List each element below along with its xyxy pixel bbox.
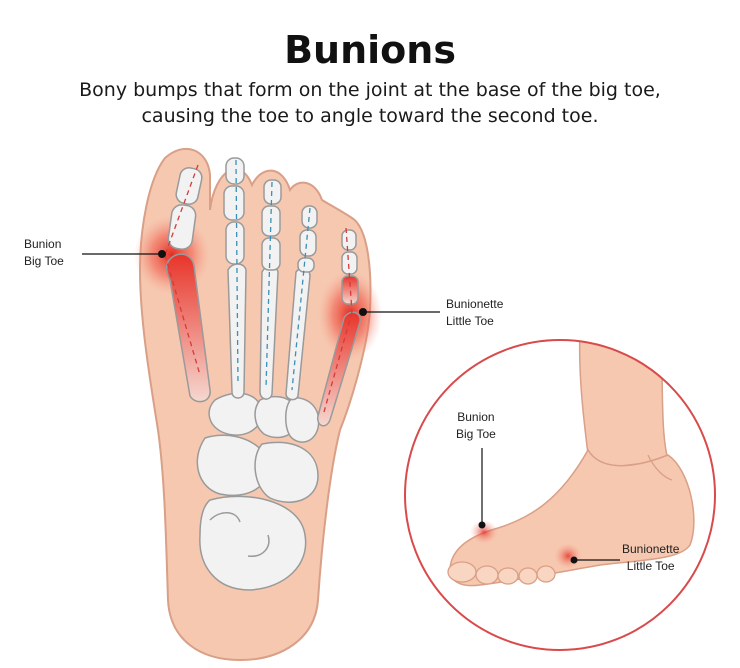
inset-bunionette-label-line1: Bunionette — [622, 542, 680, 556]
inset-bunion-glow — [470, 520, 498, 544]
inset-bunionette-marker-dot — [570, 556, 578, 564]
inset-bunionette-label: Bunionette Little Toe — [622, 541, 679, 575]
inset-bunionette-label-line2: Little Toe — [626, 559, 675, 573]
bunion-label-line2: Big Toe — [24, 254, 64, 268]
toe-phalanges — [167, 157, 359, 305]
inset-bunion-label-line2: Big Toe — [456, 427, 496, 441]
bunionette-label-line1: Bunionette — [446, 297, 504, 311]
bunionette-label-line2: Little Toe — [446, 314, 494, 328]
toe-axis-lines — [164, 159, 353, 413]
inset-foot-illustration — [404, 339, 716, 651]
subtitle-line-1: Bony bumps that form on the joint at the… — [79, 79, 661, 101]
inset-toes — [447, 561, 556, 585]
page-title: Bunions — [284, 28, 456, 72]
subtitle-line-2: causing the toe to angle toward the seco… — [141, 105, 599, 127]
skeleton-callouts — [82, 250, 440, 316]
inset-bunion-label-line1: Bunion — [457, 410, 495, 424]
bunionette-label: Bunionette Little Toe — [446, 296, 503, 330]
bunion-label-line1: Bunion — [24, 237, 62, 251]
tarsal-bones — [196, 392, 320, 591]
inset-leg — [578, 340, 669, 471]
inset-bunionette-glow — [554, 543, 582, 569]
inset-callouts — [478, 448, 620, 564]
metatarsal-big-toe — [165, 253, 211, 403]
bunion-marker-dot — [158, 250, 166, 258]
bunion-label: Bunion Big Toe — [24, 236, 64, 270]
foot-skeleton-illustration — [82, 147, 440, 662]
inset-bunion-label: Bunion Big Toe — [456, 409, 496, 443]
bunionette-marker-dot — [359, 308, 367, 316]
inset-circle-border — [404, 339, 716, 651]
inset-bunion-marker-dot — [478, 521, 486, 529]
